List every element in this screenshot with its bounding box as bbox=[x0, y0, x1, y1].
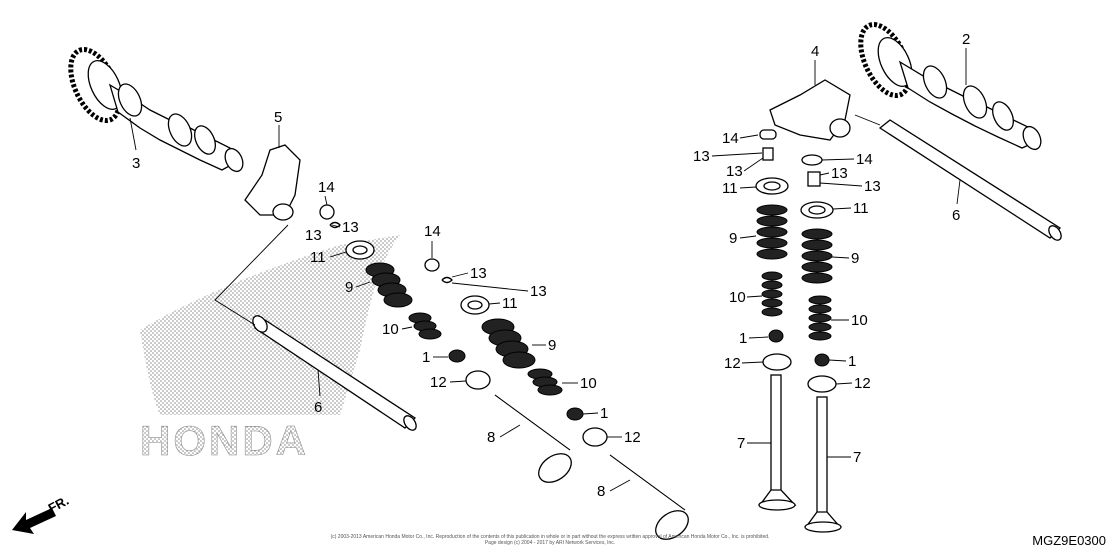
label-8-a: 8 bbox=[487, 429, 495, 446]
label-7-b: 7 bbox=[853, 449, 861, 466]
label-10-a: 10 bbox=[382, 321, 399, 338]
label-13-f: 13 bbox=[726, 163, 743, 180]
valve-train-right-b bbox=[800, 154, 842, 533]
camshaft-left bbox=[68, 47, 244, 173]
label-11-d: 11 bbox=[853, 200, 869, 217]
label-10-b: 10 bbox=[580, 375, 597, 392]
label-14-a: 14 bbox=[318, 179, 335, 196]
label-2: 2 bbox=[962, 31, 970, 48]
label-9-b: 9 bbox=[548, 337, 556, 354]
label-1-c: 1 bbox=[739, 330, 747, 347]
label-9-d: 9 bbox=[851, 250, 859, 267]
label-12-a: 12 bbox=[430, 374, 447, 391]
label-1-d: 1 bbox=[848, 353, 856, 370]
label-8-b: 8 bbox=[597, 483, 605, 500]
diagram-code: MGZ9E0300 bbox=[1032, 533, 1106, 548]
label-1-a: 1 bbox=[422, 349, 430, 366]
label-5-rocker-left: 5 bbox=[274, 109, 282, 126]
label-14-c: 14 bbox=[722, 130, 739, 147]
rocker-arm-right bbox=[769, 79, 851, 141]
label-13-b: 13 bbox=[305, 227, 322, 244]
rocker-shaft-right bbox=[854, 114, 1062, 241]
valve-train-right-a bbox=[755, 129, 797, 511]
label-4: 4 bbox=[811, 43, 819, 60]
honda-wing-watermark: HONDA bbox=[140, 235, 400, 464]
callouts: 3 5 14 13 13 11 9 10 1 12 8 6 14 13 13 1… bbox=[129, 31, 970, 500]
copyright-line-1: (c) 2003-2013 American Honda Motor Co., … bbox=[330, 534, 770, 540]
label-13-h: 13 bbox=[864, 178, 881, 195]
valve-train-left-b bbox=[424, 258, 689, 540]
rocker-shaft-left bbox=[214, 224, 417, 431]
label-14-b: 14 bbox=[424, 223, 441, 240]
copyright-line-2: Page design (c) 2004 - 2017 by ARI Netwo… bbox=[484, 540, 616, 546]
label-12-c: 12 bbox=[724, 355, 741, 372]
watermark-text: HONDA bbox=[140, 417, 309, 464]
label-13-c: 13 bbox=[470, 265, 487, 282]
label-7-a: 7 bbox=[737, 435, 745, 452]
label-6-a: 6 bbox=[314, 399, 322, 416]
label-9-a: 9 bbox=[345, 279, 353, 296]
label-10-d: 10 bbox=[851, 312, 868, 329]
label-11-c: 11 bbox=[722, 180, 738, 197]
label-13-a: 13 bbox=[342, 219, 359, 236]
rocker-arm-left bbox=[244, 144, 301, 221]
label-13-e: 13 bbox=[693, 148, 710, 165]
label-11-b: 11 bbox=[502, 295, 518, 312]
label-13-g: 13 bbox=[831, 165, 848, 182]
valve-train-left-a bbox=[319, 204, 572, 483]
label-3: 3 bbox=[132, 155, 140, 172]
label-1-b: 1 bbox=[600, 405, 608, 422]
copyright-notice: (c) 2003-2013 American Honda Motor Co., … bbox=[300, 534, 800, 546]
label-9-c: 9 bbox=[729, 230, 737, 247]
front-direction-arrow: FR. bbox=[12, 493, 71, 534]
label-13-d: 13 bbox=[530, 283, 547, 300]
camshaft-right bbox=[858, 22, 1042, 151]
label-14-d: 14 bbox=[856, 151, 873, 168]
label-12-b: 12 bbox=[624, 429, 641, 446]
label-11-a: 11 bbox=[310, 249, 326, 266]
label-10-c: 10 bbox=[729, 289, 746, 306]
label-12-d: 12 bbox=[854, 375, 871, 392]
label-6-b: 6 bbox=[952, 207, 960, 224]
